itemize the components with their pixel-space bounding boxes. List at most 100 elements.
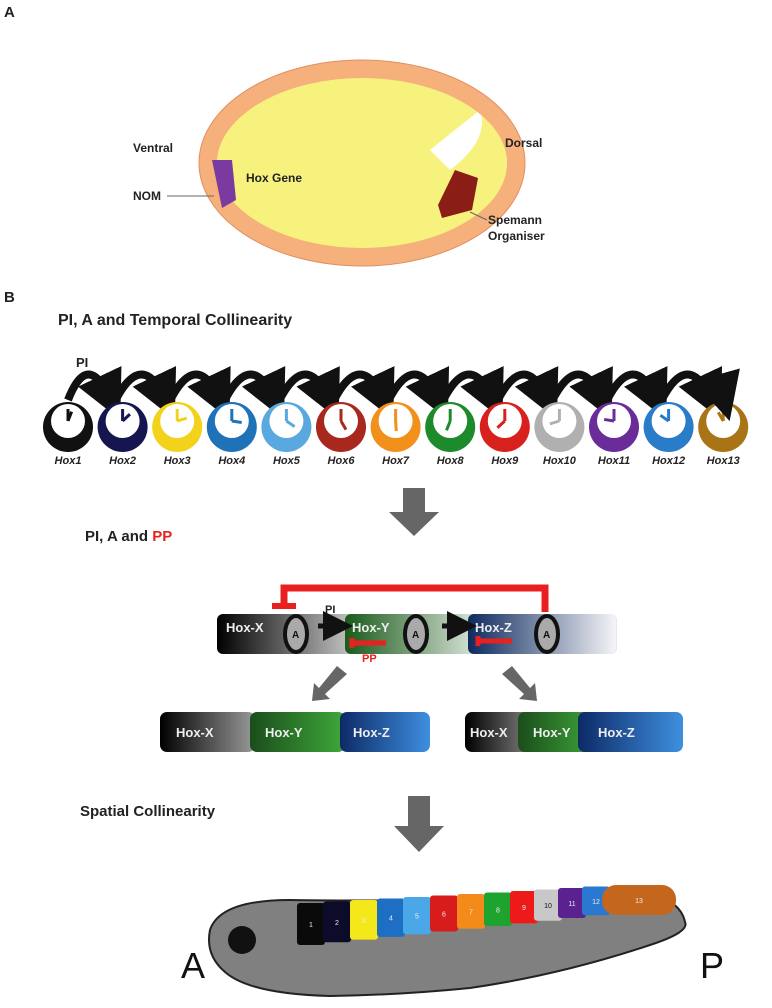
domain-number: 6	[442, 912, 446, 919]
hox-gene-label: Hox4	[218, 455, 245, 467]
left-hox-y-label: Hox-Y	[265, 725, 303, 740]
mech-hox-z-label: Hox-Z	[475, 620, 512, 635]
hox-gene-label: Hox1	[55, 455, 82, 467]
hox-clock-7: Hox7	[370, 366, 450, 467]
nom-region	[212, 160, 236, 208]
domain-number: 7	[469, 909, 473, 916]
diagonal-arrow-left-icon	[312, 666, 347, 701]
hox-clock-row: Hox1 Hox2 Hox3 Hox4 Hox5 Hox6 Hox7 Hox8 Hox9 Hox1…	[43, 366, 749, 467]
left-hox-z-box	[340, 712, 430, 752]
temporal-title: PI, A and Temporal Collinearity	[58, 312, 292, 329]
inhibition-bar	[272, 603, 296, 609]
left-hox-x-label: Hox-X	[176, 725, 214, 740]
hox-gene-label: Hox11	[598, 455, 630, 467]
domain-number: 10	[544, 903, 552, 910]
expression-domain-13: 13	[602, 885, 676, 915]
left-hox-z-label: Hox-Z	[353, 725, 390, 740]
domain-number: 1	[309, 922, 313, 929]
hox-gene-label: Hox10	[543, 455, 577, 467]
pi-transition-arrow	[439, 366, 504, 420]
down-arrow-icon	[389, 488, 439, 536]
pi-transition-arrow	[548, 366, 613, 420]
hox-gene-label: Hox6	[328, 455, 356, 467]
expression-domain-4: 4	[377, 898, 405, 937]
domain-number: 5	[415, 914, 419, 921]
hox-clock-11: Hox11	[589, 366, 668, 467]
right-hox-z-box	[578, 712, 683, 752]
right-hox-z-label: Hox-Z	[598, 725, 635, 740]
anterior-label: A	[181, 945, 205, 986]
pi-transition-arrow	[385, 366, 450, 420]
pp-title: PI, A and PP	[85, 528, 172, 545]
pi-transition-arrow	[166, 366, 231, 420]
spemann-label-1: Spemann	[488, 213, 542, 227]
pi-transition-arrow	[691, 368, 740, 422]
yolk	[217, 76, 507, 250]
right-hox-y-label: Hox-Y	[533, 725, 571, 740]
hox-clock-8: Hox8	[425, 366, 504, 467]
hox-clock-6: Hox6	[316, 366, 395, 467]
pi-transition-arrow	[64, 366, 122, 420]
hox-gene-label: Hox9	[491, 455, 519, 467]
pi-transition-arrow	[275, 366, 340, 420]
posterior-label: P	[700, 945, 724, 986]
a-label: A	[292, 630, 299, 641]
domain-number: 8	[496, 907, 500, 914]
embryo-eye	[228, 926, 256, 954]
hox-gene-label: Hox2	[109, 455, 136, 467]
ventral-label: Ventral	[133, 141, 173, 155]
hox-gene-label: Hox8	[437, 455, 465, 467]
spemann-organiser-region	[438, 170, 478, 218]
down-arrow-icon	[394, 796, 444, 852]
expression-domain-5: 5	[403, 897, 431, 935]
hox-gene-label: Hox7	[382, 455, 410, 467]
expression-domain-12: 12	[582, 886, 610, 916]
nom-label: NOM	[133, 189, 161, 203]
mech-hox-x-label: Hox-X	[226, 620, 264, 635]
expression-domain-2: 2	[323, 901, 351, 943]
left-hox-x-box	[160, 712, 255, 752]
hox-gene-label: Hox3	[164, 455, 191, 467]
domain-number: 12	[592, 899, 600, 906]
spemann-leader-line	[469, 211, 488, 221]
expression-domain-1: 1	[297, 903, 325, 945]
panel-b-letter: B	[4, 289, 15, 306]
hox-clock-3: Hox3	[152, 366, 231, 467]
pp-inhibitor-z	[475, 636, 512, 646]
expression-domain-3: 3	[350, 900, 378, 940]
hox-clock-13: Hox13	[691, 368, 749, 467]
hox-clock-1: Hox1	[43, 366, 122, 467]
ring-outline	[198, 59, 526, 267]
panel-a-letter: A	[4, 4, 15, 21]
expression-domain-7: 7	[457, 894, 485, 929]
domain-number: 3	[362, 918, 366, 925]
autoregulation-a-icons: A A A	[283, 614, 560, 654]
pi-transition-arrow	[330, 366, 395, 420]
expression-domain-6: 6	[430, 895, 458, 932]
pi-transition-arrow	[603, 366, 668, 420]
hox-gene-label: Hox13	[707, 455, 740, 467]
mech-pi-label: PI	[325, 604, 335, 616]
right-hox-x-label: Hox-X	[470, 725, 508, 740]
mech-pp-label: PP	[362, 653, 377, 665]
pp-inhibitor-y	[349, 638, 386, 648]
domain-number: 2	[335, 920, 339, 927]
pi-transition-arrow	[112, 366, 177, 420]
domain-number: 11	[568, 901, 575, 908]
expression-domain-11: 11	[558, 888, 586, 918]
hox-gene-label: Hox5	[273, 455, 301, 467]
blastocoel-gap	[430, 110, 482, 170]
left-hox-y-box	[250, 712, 345, 752]
spatial-title: Spatial Collinearity	[80, 803, 216, 820]
hox-gene-label: Hox Gene	[246, 171, 302, 185]
domain-number: 13	[635, 898, 643, 905]
hox-clock-4: Hox4	[206, 366, 286, 467]
hox-gene-label: Hox12	[652, 455, 685, 467]
a-label: A	[412, 630, 419, 641]
domain-number: 9	[522, 905, 526, 912]
dorsal-label: Dorsal	[505, 136, 542, 150]
mech-hox-y-label: Hox-Y	[352, 620, 390, 635]
expression-domain-9: 9	[510, 891, 538, 924]
